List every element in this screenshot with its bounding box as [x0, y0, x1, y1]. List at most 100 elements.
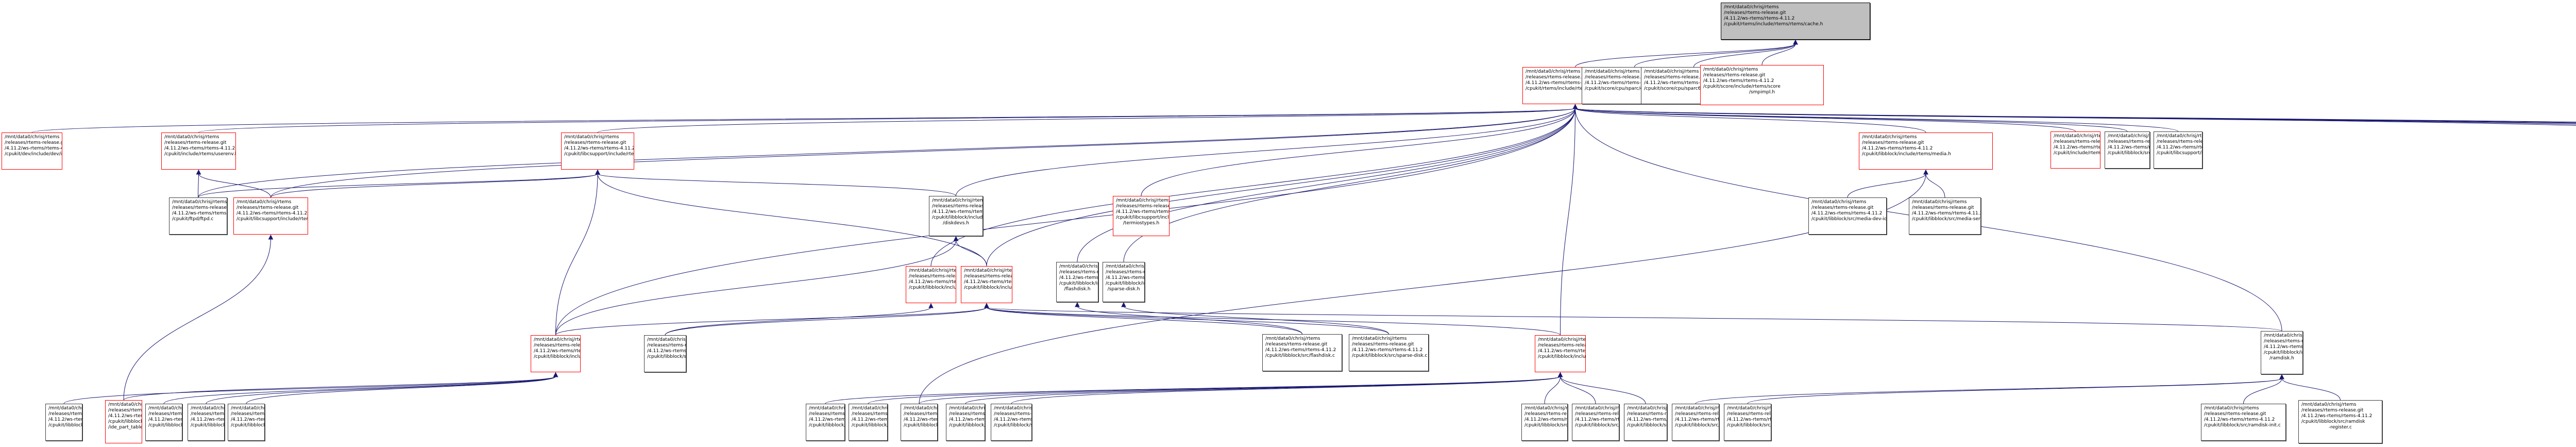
node-label-line: /4.11.2/ws-rtems/rtems-4.11.2: [1526, 80, 1597, 86]
graph-node-termiostypes-h[interactable]: /mnt/data0/chrisj/rtems/releases/rtems-r…: [1113, 196, 1170, 236]
graph-node-bdpart-write-c[interactable]: /mnt/data0/chrisj/rtems/releases/rtems-r…: [849, 404, 888, 441]
node-label-line: /4.11.2/ws-rtems/rtems-4.11.2: [231, 417, 264, 422]
graph-node-ide-part-table-h[interactable]: /mnt/data0/chrisj/rtems/releases/rtems-r…: [105, 400, 142, 443]
arrowhead-icon: [1572, 104, 1578, 109]
graph-node-blkdev-c[interactable]: /mnt/data0/chrisj/rtems/releases/rtems-r…: [188, 404, 225, 441]
node-label-line: /cpukit/libcsupport/include/ringbuf.h: [2157, 151, 2202, 156]
graph-node-bdpart-register-c[interactable]: /mnt/data0/chrisj/rtems/releases/rtems-r…: [1572, 404, 1619, 441]
graph-node-sparse-disk-h[interactable]: /mnt/data0/chrisj/rtems/releases/rtems-r…: [1103, 262, 1145, 302]
node-label-line: /cpukit/libblock/src/bdbuf.c: [48, 423, 82, 428]
node-label-line: /cpukit/libblock/include/rtems: [1059, 281, 1098, 286]
graph-node-bdpart-read-c[interactable]: /mnt/data0/chrisj/rtems/releases/rtems-r…: [806, 404, 845, 441]
graph-node-blkdev-h[interactable]: /mnt/data0/chrisj/rtems/releases/rtems-r…: [961, 266, 1012, 303]
graph-node-show-bdbuf-c[interactable]: /mnt/data0/chrisj/rtems/releases/rtems-r…: [145, 404, 182, 441]
graph-node-ramdisk-config-c[interactable]: /mnt/data0/chrisj/rtems/releases/rtems-r…: [1672, 404, 1719, 441]
edge-assert_c-to-rtems_h: [1575, 108, 2576, 124]
node-label-line: /releases/rtems-release.git: [2054, 139, 2100, 144]
graph-node-media-h[interactable]: /mnt/data0/chrisj/rtems/releases/rtems-r…: [1859, 133, 1993, 170]
node-label-line: /4.11.2/ws-rtems/rtems-4.11.2: [1703, 78, 1774, 84]
graph-node-smpimpl-h[interactable]: /mnt/data0/chrisj/rtems/releases/rtems-r…: [1700, 65, 1824, 105]
node-label-line: /releases/rtems-release.git: [2301, 408, 2364, 413]
edge-bdbuf_h-to-rtems_h: [555, 108, 1575, 336]
node-label-line: /mnt/data0/chrisj/rtems: [2301, 402, 2357, 407]
node-label-line: /mnt/data0/chrisj/rtems: [148, 406, 182, 411]
graph-node-diskdevs-h[interactable]: /mnt/data0/chrisj/rtems/releases/rtems-r…: [929, 196, 983, 236]
graph-node-bdbuf-c[interactable]: /mnt/data0/chrisj/rtems/releases/rtems-r…: [45, 404, 82, 441]
node-label-line: /releases/rtems-release.git: [48, 411, 82, 417]
graph-node-media-dev-ident[interactable]: /mnt/data0/chrisj/rtems/releases/rtems-r…: [1808, 197, 1887, 235]
graph-node-flashdisk-c[interactable]: /mnt/data0/chrisj/rtems/releases/rtems-r…: [1262, 334, 1342, 371]
graph-node-bdpart-create-c[interactable]: /mnt/data0/chrisj/rtems/releases/rtems-r…: [991, 404, 1032, 441]
node-label-line: /releases/rtems-release.git: [2204, 411, 2266, 417]
graph-node-flashdisk-h[interactable]: /mnt/data0/chrisj/rtems/releases/rtems-r…: [1056, 262, 1098, 302]
node-label-line: /mnt/data0/chrisj/rtems: [1627, 406, 1667, 411]
graph-node-libio-h[interactable]: /mnt/data0/chrisj/rtems/releases/rtems-r…: [561, 133, 634, 170]
node-label-line: /mnt/data0/chrisj/rtems: [1526, 69, 1581, 74]
node-label-line: /releases/rtems-release.git: [2157, 139, 2202, 144]
node-label-line: /releases/rtems-release.git: [1585, 75, 1647, 80]
graph-node-nvdisk-h[interactable]: /mnt/data0/chrisj/rtems/releases/rtems-r…: [906, 266, 956, 303]
node-label-line: /releases/rtems-release.git: [932, 204, 982, 209]
node-label-line: /mnt/data0/chrisj/rtems: [809, 406, 845, 411]
node-label-line: /releases/rtems-release.git: [852, 411, 888, 417]
edge-nvdisk_c-to-blkdev_h: [665, 307, 987, 336]
node-label-line: /cpukit/libblock/src/media.c: [904, 423, 937, 428]
node-label-line: /cpukit/libblock/src/ramdisk: [2301, 419, 2365, 424]
node-label-line: /mnt/data0/chrisj/rtems: [1811, 200, 1867, 205]
node-label-line: /cpukit/rtems/include/rtems.h: [1526, 86, 1595, 91]
graph-node-ramdisk-h[interactable]: /mnt/data0/chrisj/rtems/releases/rtems-r…: [2261, 331, 2303, 374]
node-label-line: /4.11.2/ws-rtems/rtems-4.11.2: [2108, 145, 2149, 150]
graph-node-ramdisk-driver-c[interactable]: /mnt/data0/chrisj/rtems/releases/rtems-r…: [1724, 404, 1771, 441]
node-label-line: /cpukit/score/include/rtems/score: [1703, 84, 1781, 89]
edge-sparse_disk_c-to-sparse_disk_h: [1123, 306, 1389, 335]
graph-node-ringbuf-h[interactable]: /mnt/data0/chrisj/rtems/releases/rtems-r…: [2154, 131, 2202, 169]
graph-node-bdpart-mount-c[interactable]: /mnt/data0/chrisj/rtems/releases/rtems-r…: [946, 404, 985, 441]
graph-node-cache-h[interactable]: /mnt/data0/chrisj/rtems/releases/rtems-r…: [1721, 3, 1870, 40]
graph-node-libio--h[interactable]: /mnt/data0/chrisj/rtems/releases/rtems-r…: [233, 197, 308, 235]
node-label-line: /4.11.2/ws-rtems/rtems-4.11.2: [2157, 145, 2202, 150]
arrowhead-icon: [1121, 302, 1126, 307]
graph-node-media-c[interactable]: /mnt/data0/chrisj/rtems/releases/rtems-r…: [901, 404, 938, 441]
edge-bdpart_create_c-to-bdpart_h: [1011, 376, 1561, 404]
graph-node-bdpart-dump-c[interactable]: /mnt/data0/chrisj/rtems/releases/rtems-r…: [1521, 404, 1568, 441]
graph-node-i2c-h[interactable]: /mnt/data0/chrisj/rtems/releases/rtems-r…: [2, 133, 62, 170]
edge-flashdisk_h-to-rtems_h: [1077, 108, 1575, 262]
node-label-line: /4.11.2/ws-rtems/rtems-4.11.2: [964, 279, 1012, 285]
node-label-line: /mnt/data0/chrisj/rtems: [2264, 333, 2303, 338]
graph-node-diskdevs-c[interactable]: /mnt/data0/chrisj/rtems/releases/rtems-r…: [228, 404, 265, 441]
node-label-line: /ramdisk.h: [2269, 356, 2294, 361]
graph-node-bdpart-sort-c[interactable]: /mnt/data0/chrisj/rtems/releases/rtems-r…: [1624, 404, 1667, 441]
edge-bdpart_h-to-rtems_h: [1560, 108, 1575, 336]
graph-node-sparse-disk-c[interactable]: /mnt/data0/chrisj/rtems/releases/rtems-r…: [1349, 334, 1429, 371]
graph-node-ftpd-c[interactable]: /mnt/data0/chrisj/rtems/releases/rtems-r…: [169, 197, 227, 235]
node-label-line: /4.11.2/ws-rtems/rtems-4.11.2: [164, 146, 235, 151]
graph-node-userenv-h[interactable]: /mnt/data0/chrisj/rtems/releases/rtems-r…: [161, 133, 236, 170]
node-label-line: /cpukit/ftpd/ftpd.c: [172, 217, 214, 222]
node-label-line: /4.11.2/ws-rtems/rtems-4.11.2: [809, 417, 844, 422]
node-label-line: /releases/rtems-release.git: [1352, 342, 1414, 347]
node-label-line: /4.11.2/ws-rtems/rtems-4.11.2: [909, 279, 956, 285]
node-label-line: /releases/rtems-release.git: [1575, 411, 1619, 417]
node-label-line: /mnt/data0/chrisj/rtems: [1106, 264, 1145, 269]
node-label-line: /4.11.2/ws-rtems/rtems-4.11.2: [236, 211, 308, 216]
edge-bdpart_mount_c-to-bdpart_h: [965, 376, 1561, 404]
graph-node-bdbuf-h[interactable]: /mnt/data0/chrisj/rtems/releases/rtems-r…: [531, 335, 581, 372]
graph-node-irq-extension-h[interactable]: /mnt/data0/chrisj/rtems/releases/rtems-r…: [2050, 131, 2100, 169]
edge-libio__h-to-libio_h: [270, 173, 598, 198]
node-label-line: /cpukit/libblock/src/nvdisk.c: [647, 354, 686, 359]
node-label-line: /4.11.2/ws-rtems/rtems-4.11.2: [647, 349, 686, 354]
edge-bdpart_dump_c-to-bdpart_h: [1544, 376, 1561, 404]
edge-bdbuf_c-to-bdbuf_h: [63, 376, 556, 404]
graph-node-nvdisk-sram[interactable]: /mnt/data0/chrisj/rtems/releases/rtems-r…: [2105, 131, 2150, 169]
edge-ramdisk_config_c-to-ramdisk_h: [1695, 378, 2282, 404]
graph-node-bdpart-h[interactable]: /mnt/data0/chrisj/rtems/releases/rtems-r…: [1535, 335, 1586, 372]
graph-node-ramdisk-register-c[interactable]: /mnt/data0/chrisj/rtems/releases/rtems-r…: [2298, 400, 2382, 443]
graph-node-ramdisk-init-c[interactable]: /mnt/data0/chrisj/rtems/releases/rtems-r…: [2201, 404, 2286, 441]
node-label-line: /4.11.2/ws-rtems/rtems-4.11.2: [1352, 347, 1423, 353]
node-label-line: /mnt/data0/chrisj/rtems: [1912, 200, 1967, 205]
edge-termiostypes_h-to-rtems_h: [1141, 108, 1575, 196]
node-label-line: /mnt/data0/chrisj/rtems: [1724, 5, 1779, 10]
graph-node-nvdisk-c[interactable]: /mnt/data0/chrisj/rtems/releases/rtems-r…: [644, 335, 686, 372]
graph-node-media-server[interactable]: /mnt/data0/chrisj/rtems/releases/rtems-r…: [1909, 197, 1981, 235]
